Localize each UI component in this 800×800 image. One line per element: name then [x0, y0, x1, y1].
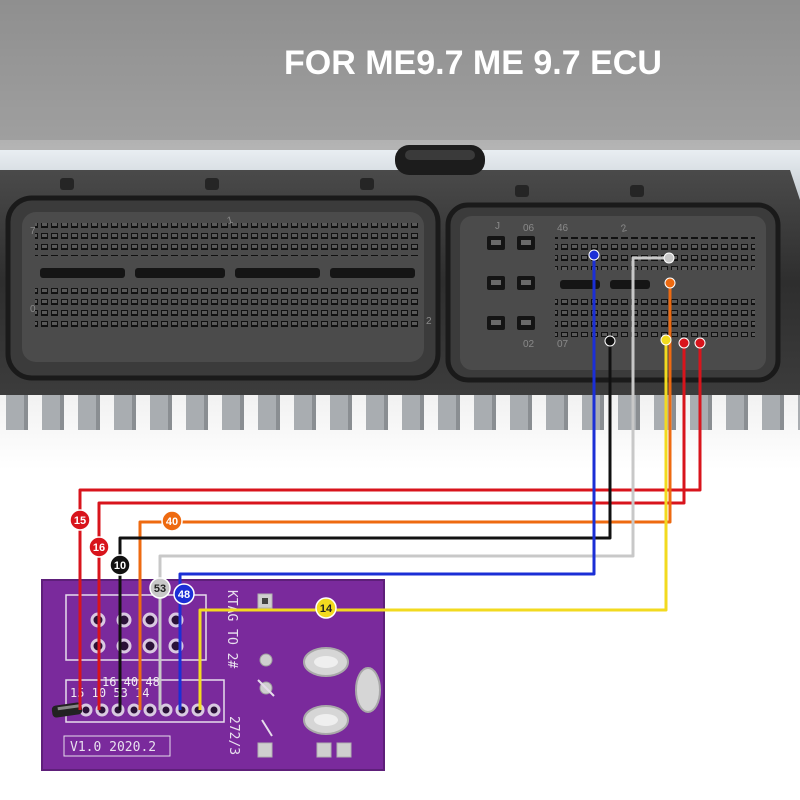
second-pin-rows-bottom [555, 297, 755, 337]
right-label-j: J [495, 221, 500, 232]
diagram-title: FOR ME9.7 ME 9.7 ECU [284, 44, 662, 82]
wire-badge-label: 53 [154, 583, 166, 595]
round-pad [259, 653, 273, 667]
oval-pad-side [355, 667, 381, 713]
connector-molded-labels: 1 7 0 2 2 06 46 02 07 J [30, 215, 629, 350]
square-pad-bottom [316, 742, 332, 758]
board-vertical-text: KTAG TO 2# [224, 590, 239, 668]
wire-pin-14 [198, 340, 668, 710]
wire-badge-pin-48: 48 [173, 583, 195, 605]
main-marker-label: 1 [226, 215, 235, 227]
wire-endpoint-pin-10 [604, 335, 616, 347]
pin-label-row-top: 16 40 48 [102, 675, 160, 689]
wire-pin-40 [138, 283, 672, 710]
wire-badge-label: 14 [320, 603, 333, 615]
pin-label-row-bottom: 15 10 53 14 [70, 686, 149, 700]
wire-badge-label: 15 [74, 515, 86, 527]
wire-pin-15 [78, 343, 702, 710]
lower-pin-header [51, 702, 221, 718]
second-pin-rows-top [555, 237, 755, 270]
main-pin-rows-top [35, 223, 420, 256]
wire-badge-label: 40 [166, 516, 178, 528]
main-slot-row [40, 268, 415, 278]
wire-badge-pin-53: 53 [149, 577, 171, 599]
left-label-a: 7 [30, 226, 36, 237]
wire-badges-layer: 15 16 40 10 53 48 14 [69, 509, 337, 619]
wire-badge-pin-10: 10 [109, 554, 131, 576]
left-label-c: 2 [426, 316, 432, 327]
wire-badge-pin-40: 40 [161, 510, 183, 532]
wire-badge-label: 10 [114, 560, 126, 572]
right-marker-label: 2 [620, 223, 629, 235]
wire-pin-10 [118, 341, 612, 710]
right-label-06: 06 [523, 223, 535, 234]
wire-endpoint-pin-16 [678, 337, 690, 349]
wire-endpoint-pin-14 [660, 334, 672, 346]
main-pin-rows-bottom [35, 285, 420, 330]
wire-badge-pin-15: 15 [69, 509, 91, 531]
wire-badge-pin-16: 16 [88, 536, 110, 558]
board-version: V1.0 2020.2 [70, 740, 156, 755]
right-label-07: 07 [557, 339, 569, 350]
wire-endpoint-pin-48 [588, 249, 600, 261]
wire-endpoint-pin-40 [664, 277, 676, 289]
wire-badge-label: 16 [93, 542, 105, 554]
right-label-02: 02 [523, 339, 535, 350]
wire-endpoint-pin-53 [663, 252, 675, 264]
right-label-46: 46 [557, 223, 569, 234]
board-side-code: 272/3 [226, 716, 241, 755]
wire-pin-48 [178, 255, 596, 710]
wires-layer [78, 249, 706, 710]
wire-endpoint-pin-15 [694, 337, 706, 349]
housing-bumps [60, 178, 644, 197]
wire-pin-53 [158, 256, 669, 710]
wire-badge-label: 48 [178, 589, 190, 601]
wire-badge-pin-14: 14 [315, 597, 337, 619]
left-label-b: 0 [30, 304, 36, 315]
wire-pin-16 [97, 343, 686, 710]
